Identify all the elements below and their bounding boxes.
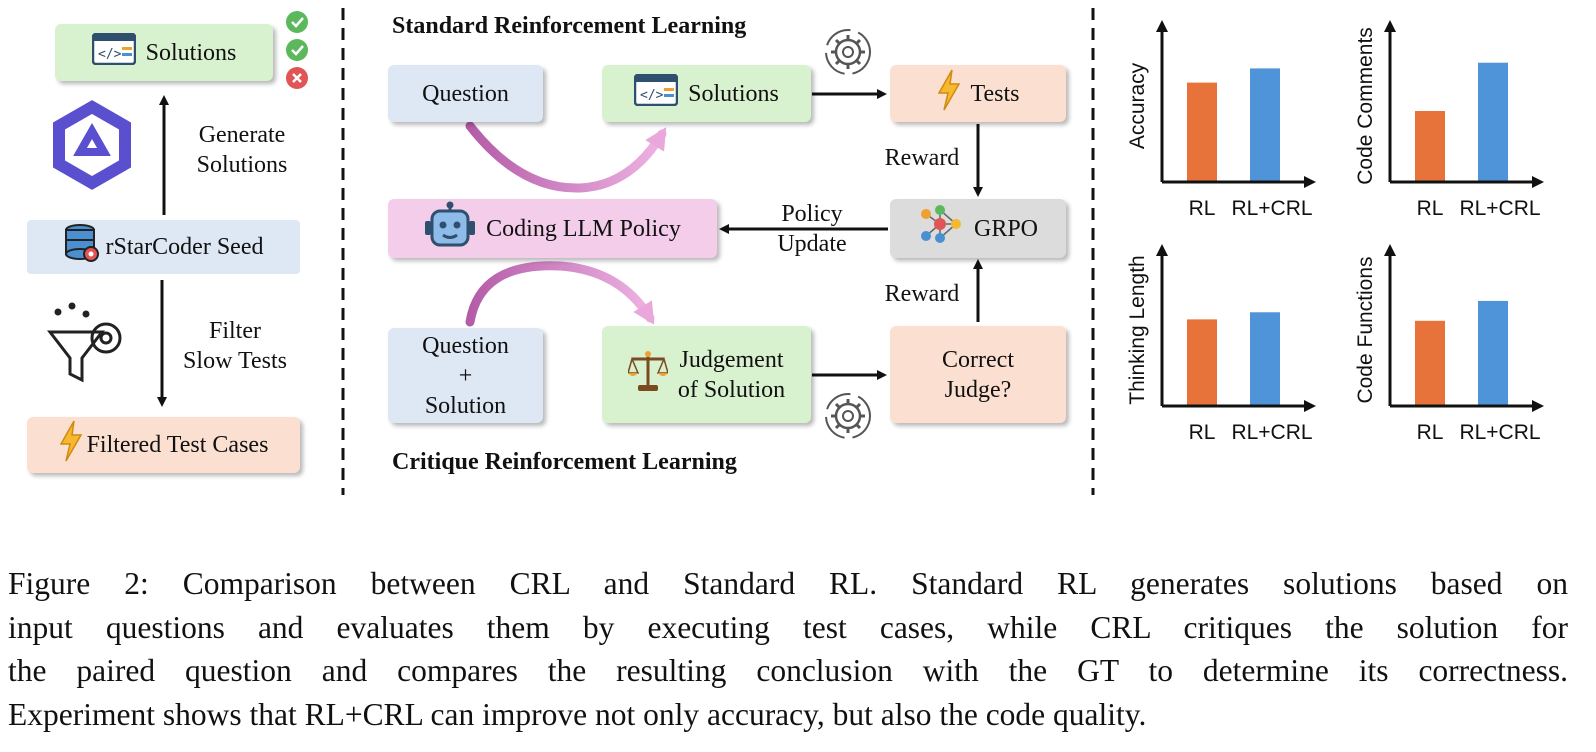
curve-question-solutions: [465, 121, 667, 193]
tick-label: RL: [1189, 421, 1216, 444]
policy-label: Coding LLM Policy: [486, 215, 681, 242]
solution-line: Solution: [424, 392, 507, 419]
y-axis-label: Code Functions: [1354, 256, 1377, 403]
tick-label: RL: [1189, 197, 1216, 220]
tick-label: RL+CRL: [1459, 421, 1540, 444]
lightning-icon: [59, 420, 83, 470]
code-window-icon: </>: [91, 32, 136, 73]
judgement-line2: of Solution: [677, 376, 786, 403]
grpo-label: GRPO: [973, 215, 1039, 242]
bar-rl-crl: [1478, 300, 1508, 406]
tick-label: RL: [1417, 197, 1444, 220]
curve-qs-judgement: [465, 261, 655, 327]
correct-judge-box: Correct Judge?: [890, 326, 1066, 423]
y-axis-label: Accuracy: [1126, 62, 1149, 149]
filtered-test-cases-box: Filtered Test Cases: [27, 417, 300, 473]
tests-label: Tests: [970, 80, 1020, 107]
bar-rl: [1415, 320, 1445, 406]
seed-box: rStarCoder Seed: [27, 220, 300, 274]
caption-line-3: the paired question and compares the res…: [8, 653, 1568, 688]
y-axis-label: Thinking Length: [1126, 255, 1149, 404]
gear-icon: [825, 393, 871, 439]
cross-icon: [286, 67, 308, 89]
reward-label-top: Reward: [884, 145, 960, 171]
plus-line: +: [458, 362, 473, 389]
figure-caption: Figure 2: Comparison between CRL and Sta…: [8, 562, 1568, 736]
question-line: Question: [422, 332, 509, 359]
bar-rl-crl: [1250, 68, 1280, 182]
policy-box: Coding LLM Policy: [388, 199, 717, 258]
robot-icon: [424, 201, 476, 257]
check-icon: [286, 39, 308, 61]
seed-label: rStarCoder Seed: [105, 234, 264, 260]
tick-label: RL: [1417, 421, 1444, 444]
grpo-box: GRPO: [890, 199, 1066, 258]
standard-rl-title: Standard Reinforcement Learning: [392, 13, 747, 39]
bar-rl-crl: [1250, 312, 1280, 406]
tick-label: RL+CRL: [1459, 197, 1540, 220]
caption-line-4: Experiment shows that RL+CRL can improve…: [8, 696, 1147, 732]
lightning-icon: [937, 69, 961, 119]
correct-line2: Judge?: [944, 376, 1012, 403]
left-solutions-box: </> Solutions: [55, 24, 273, 81]
database-gear-icon: [64, 223, 100, 271]
tick-label: RL+CRL: [1231, 197, 1312, 220]
filtered-test-cases-label: Filtered Test Cases: [86, 432, 269, 458]
judgement-box: Judgement of Solution: [602, 326, 811, 423]
y-axis-label: Code Comments: [1354, 27, 1377, 185]
caption-line-1: Figure 2: Comparison between CRL and Sta…: [8, 566, 1568, 601]
scales-icon: [626, 349, 669, 401]
bar-rl: [1187, 82, 1217, 182]
model-logo-icon: [53, 100, 131, 190]
check-icon: [286, 11, 308, 33]
svg-text:</>: </>: [640, 88, 664, 103]
bar-rl: [1187, 319, 1217, 406]
bar-rl: [1415, 111, 1445, 182]
solutions-label: Solutions: [688, 80, 779, 107]
caption-line-2: input questions and evaluates them by ex…: [8, 609, 1568, 645]
left-solutions-label: Solutions: [145, 39, 237, 66]
question-solution-box: Question + Solution: [388, 328, 543, 423]
svg-text:</>: </>: [98, 47, 122, 62]
connectors-layer: [46, 8, 1095, 495]
filter-funnel-icon: [46, 302, 122, 383]
gear-icon: [825, 29, 871, 75]
neural-network-icon: [918, 204, 964, 254]
bar-rl-crl: [1478, 62, 1508, 182]
question-box: Question: [388, 65, 543, 122]
tick-label: RL+CRL: [1231, 421, 1312, 444]
reward-label-bottom: Reward: [884, 281, 960, 307]
correct-line1: Correct: [942, 346, 1014, 373]
tests-box: Tests: [890, 65, 1066, 122]
critique-rl-title: Critique Reinforcement Learning: [392, 449, 737, 475]
solutions-box: </> Solutions: [602, 65, 811, 122]
question-label: Question: [422, 80, 509, 107]
code-window-icon: </>: [633, 73, 679, 114]
judgement-line1: Judgement: [679, 346, 784, 373]
